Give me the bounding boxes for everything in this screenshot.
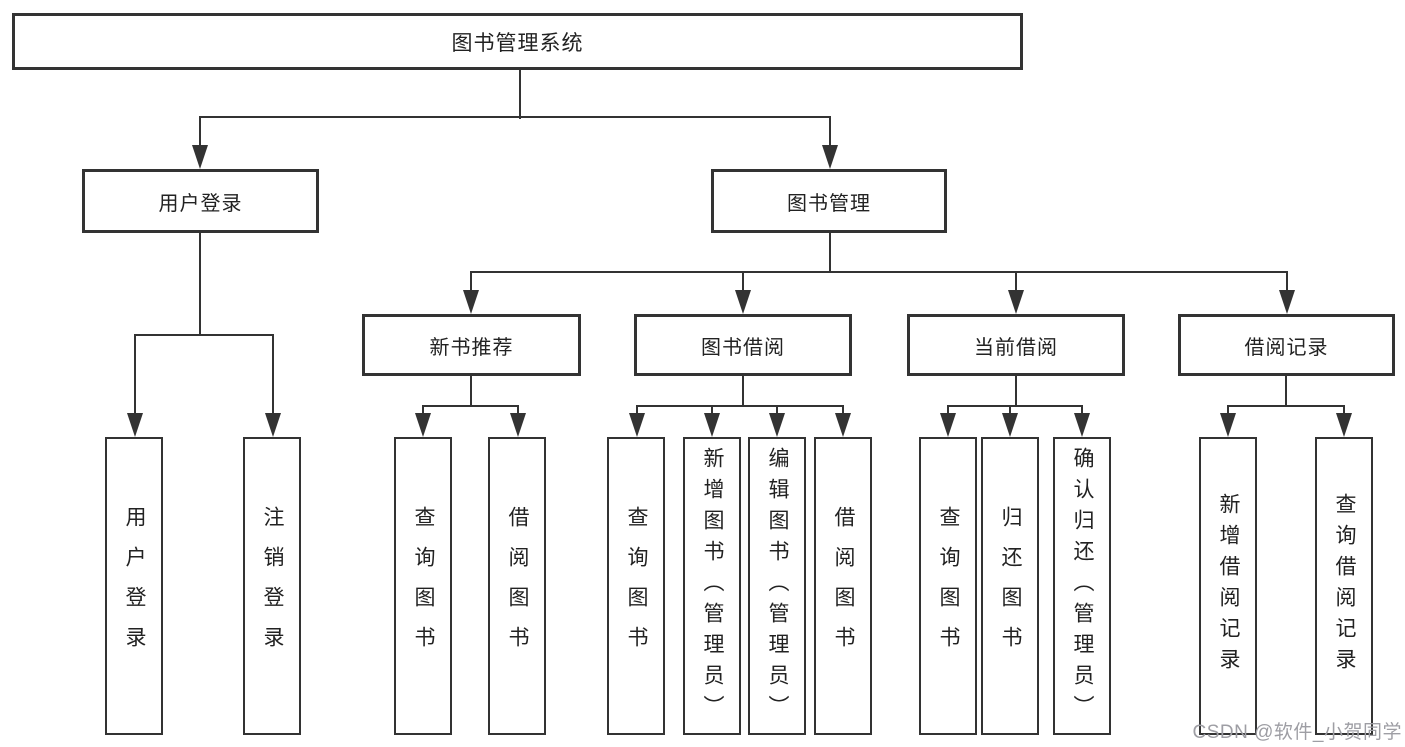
node-new-book-recommend: 新书推荐 <box>362 314 581 376</box>
connector-line <box>198 117 202 148</box>
connector-line <box>198 115 832 119</box>
arrowhead-icon <box>192 145 208 169</box>
connector-line <box>1014 272 1018 293</box>
arrowhead-icon <box>1220 413 1236 437</box>
node-book-management: 图书管理 <box>711 169 947 233</box>
leaf-user-login: 用户登录 <box>105 437 163 735</box>
node-user-login-label: 用户登录 <box>158 192 243 215</box>
arrowhead-icon <box>735 290 751 314</box>
connector-line <box>710 406 714 416</box>
node-book-borrowing: 图书借阅 <box>634 314 852 376</box>
connector-line <box>1342 406 1346 416</box>
arrowhead-icon <box>940 413 956 437</box>
node-user-login: 用户登录 <box>82 169 319 233</box>
leaf-query-books-recommend-label: 查询图书 <box>412 506 435 666</box>
connector-line <box>1226 404 1346 408</box>
arrowhead-icon <box>127 413 143 437</box>
node-borrow-records-label: 借阅记录 <box>1244 336 1329 359</box>
arrowhead-icon <box>1002 413 1018 437</box>
connector-line <box>635 406 639 416</box>
node-current-borrowing: 当前借阅 <box>907 314 1125 376</box>
arrowhead-icon <box>510 413 526 437</box>
leaf-query-books-borrow: 查询图书 <box>607 437 665 735</box>
connector-line <box>775 406 779 416</box>
leaf-edit-book-admin-label: 编辑图书（管理员） <box>766 446 789 726</box>
arrowhead-icon <box>1279 290 1295 314</box>
connector-line <box>421 406 425 416</box>
node-book-management-label: 图书管理 <box>787 192 871 215</box>
leaf-return-books-label: 归还图书 <box>999 506 1022 666</box>
connector-line <box>841 406 845 416</box>
connector-line <box>516 406 520 416</box>
connector-line <box>133 333 275 337</box>
leaf-confirm-return-admin-label: 确认归还（管理员） <box>1071 446 1094 726</box>
connector-line <box>635 404 845 408</box>
connector-line <box>946 406 950 416</box>
connector-line <box>1080 406 1084 416</box>
csdn-watermark: CSDN @软件_小贺同学 <box>1192 722 1402 743</box>
connector-line <box>1008 406 1012 416</box>
connector-line <box>1014 376 1018 407</box>
connector-line <box>198 233 202 336</box>
arrowhead-icon <box>769 413 785 437</box>
connector-line <box>469 376 473 407</box>
leaf-logout-label: 注销登录 <box>261 506 284 666</box>
connector-line <box>741 272 745 293</box>
connector-line <box>1284 376 1288 407</box>
arrowhead-icon <box>265 413 281 437</box>
leaf-add-book-admin-label: 新增图书（管理员） <box>701 446 724 726</box>
arrowhead-icon <box>1074 413 1090 437</box>
node-library-management-system-label: 图书管理系统 <box>451 31 584 55</box>
leaf-query-books-borrow-label: 查询图书 <box>625 506 648 666</box>
leaf-query-books-current-label: 查询图书 <box>937 506 960 666</box>
connector-line <box>1285 272 1289 293</box>
leaf-borrow-books-borrow-label: 借阅图书 <box>832 506 855 666</box>
connector-line <box>469 270 1289 274</box>
node-library-management-system: 图书管理系统 <box>12 13 1023 70</box>
node-book-borrowing-label: 图书借阅 <box>701 336 785 359</box>
leaf-add-borrow-record-label: 新增借阅记录 <box>1217 493 1240 679</box>
leaf-query-borrow-record-label: 查询借阅记录 <box>1333 493 1356 679</box>
arrowhead-icon <box>835 413 851 437</box>
arrowhead-icon <box>463 290 479 314</box>
leaf-borrow-books-recommend-label: 借阅图书 <box>506 506 529 666</box>
leaf-borrow-books-recommend: 借阅图书 <box>488 437 546 735</box>
node-new-book-recommend-label: 新书推荐 <box>429 336 514 359</box>
node-current-borrowing-label: 当前借阅 <box>974 336 1058 359</box>
connector-line <box>469 272 473 293</box>
arrowhead-icon <box>1336 413 1352 437</box>
leaf-logout: 注销登录 <box>243 437 301 735</box>
leaf-confirm-return-admin: 确认归还（管理员） <box>1053 437 1111 735</box>
connector-line <box>421 404 520 408</box>
leaf-borrow-books-borrow: 借阅图书 <box>814 437 872 735</box>
arrowhead-icon <box>704 413 720 437</box>
leaf-user-login-label: 用户登录 <box>123 506 146 666</box>
arrowhead-icon <box>822 145 838 169</box>
leaf-query-books-recommend: 查询图书 <box>394 437 452 735</box>
connector-line <box>518 70 522 119</box>
leaf-add-borrow-record: 新增借阅记录 <box>1199 437 1257 735</box>
leaf-query-borrow-record: 查询借阅记录 <box>1315 437 1373 735</box>
leaf-query-books-current: 查询图书 <box>919 437 977 735</box>
connector-line <box>1226 406 1230 416</box>
connector-line <box>133 335 137 416</box>
arrowhead-icon <box>629 413 645 437</box>
node-borrow-records: 借阅记录 <box>1178 314 1395 376</box>
connector-line <box>828 117 832 148</box>
leaf-add-book-admin: 新增图书（管理员） <box>683 437 741 735</box>
connector-line <box>271 335 275 416</box>
leaf-return-books: 归还图书 <box>981 437 1039 735</box>
arrowhead-icon <box>1008 290 1024 314</box>
connector-line <box>741 376 745 407</box>
leaf-edit-book-admin: 编辑图书（管理员） <box>748 437 806 735</box>
connector-line <box>828 233 832 273</box>
arrowhead-icon <box>415 413 431 437</box>
connector-line <box>946 404 1084 408</box>
